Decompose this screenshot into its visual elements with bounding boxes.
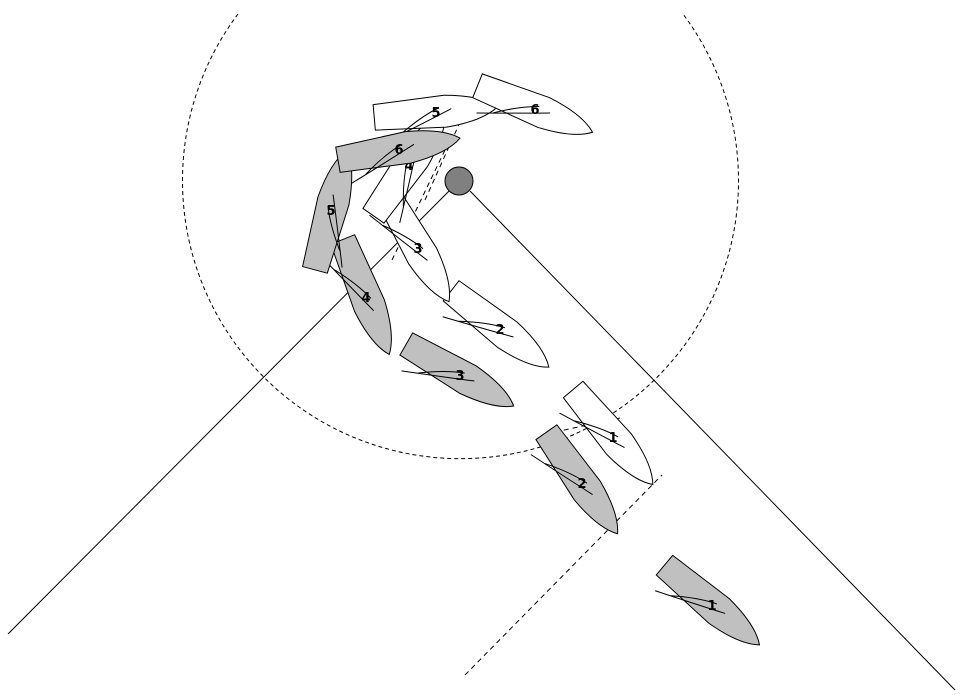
grey-boat-4-label: 4	[361, 291, 370, 306]
grey-boat-3	[399, 332, 515, 408]
white-boat-3-label: 3	[413, 242, 422, 257]
white-boat-1-jib	[574, 420, 619, 438]
grey-boat-1	[655, 554, 761, 646]
grey-boat-1-jib	[671, 595, 718, 605]
grey-boat-2-hull	[535, 424, 619, 535]
white-boat-3-hull	[375, 187, 451, 303]
grey-boat-2-sail	[530, 454, 593, 495]
grey-boat-3-sail	[401, 370, 475, 382]
grey-boat-4-hull	[330, 234, 392, 356]
grey-boat-6-jib	[365, 144, 402, 175]
grey-boat-6	[335, 130, 461, 184]
port-layline	[7, 180, 460, 635]
white-boat-3-sail	[369, 214, 428, 261]
white-boat-1-hull	[562, 380, 654, 486]
white-boat-1	[559, 380, 654, 486]
white-boat-6	[472, 73, 594, 135]
grey-boat-5-sail	[332, 194, 343, 268]
grey-boat-1-label: 1	[707, 599, 716, 614]
white-boat-4-label: 4	[404, 159, 413, 174]
white-boat-1-sail	[559, 412, 625, 449]
mark-buoy	[444, 166, 474, 196]
white-boat-3-jib	[382, 224, 424, 250]
grey-boat-1-sail	[655, 590, 726, 614]
boats-layer: 1 2 3 4 5 6 1 2 3 4 5 6	[301, 73, 761, 646]
white-boat-3	[369, 187, 451, 303]
grey-boat-4-jib	[334, 269, 372, 299]
white-boat-2-hull	[442, 280, 550, 368]
grey-boat-5-label: 5	[326, 204, 335, 219]
white-boat-2-jib	[458, 320, 506, 329]
white-boat-2-label: 2	[495, 323, 504, 338]
grey-boat-6-hull	[335, 130, 461, 173]
grey-boat-6-sail	[351, 143, 415, 184]
white-boat-2-sail	[442, 316, 514, 338]
white-boat-6-sail	[476, 112, 551, 114]
grey-boat-3-label: 3	[455, 369, 464, 384]
white-boat-5-label: 5	[431, 106, 440, 121]
starboard-layline	[469, 190, 956, 691]
white-boat-6-jib	[493, 105, 540, 114]
grey-boat-2-jib	[544, 463, 588, 484]
white-boat-6-hull	[472, 73, 594, 135]
grey-boat-2	[530, 424, 619, 535]
grey-boat-3-jib	[418, 371, 465, 374]
grey-boat-2-label: 2	[577, 477, 586, 492]
grey-boat-3-hull	[399, 332, 515, 408]
overlap-line-1	[464, 474, 663, 676]
grey-boat-5-jib	[327, 205, 341, 252]
white-boat-1-label: 1	[608, 431, 617, 446]
grey-boat-6-label: 6	[394, 143, 403, 158]
white-boat-6-label: 6	[530, 103, 539, 118]
grey-boat-1-hull	[655, 554, 761, 646]
white-boat-2	[442, 280, 550, 368]
